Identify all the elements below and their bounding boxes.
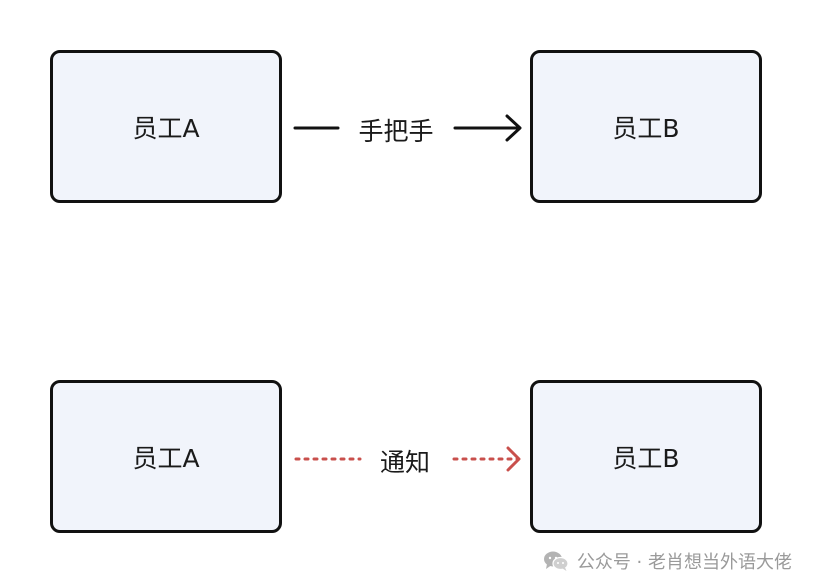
node-employee-b-bottom: 员工B [530, 380, 762, 533]
node-label: 员工B [612, 113, 680, 143]
arrow-dotted [294, 446, 521, 472]
wechat-icon [543, 550, 569, 572]
arrow-dotted-head [506, 446, 521, 472]
arrow-solid [293, 114, 522, 142]
watermark: 公众号 · 老肖想当外语大佬 [543, 548, 792, 574]
edge-label-notify: 通知 [379, 448, 431, 477]
node-label: 员工A [132, 113, 200, 143]
watermark-text: 公众号 · 老肖想当外语大佬 [576, 552, 792, 573]
node-employee-a-top: 员工A [50, 50, 282, 203]
node-label: 员工A [132, 443, 200, 473]
node-label: 员工B [612, 443, 680, 473]
arrow-solid-head [505, 114, 522, 142]
node-employee-b-top: 员工B [530, 50, 762, 203]
node-employee-a-bottom: 员工A [50, 380, 282, 533]
edge-label-hand-in-hand: 手把手 [358, 117, 434, 146]
